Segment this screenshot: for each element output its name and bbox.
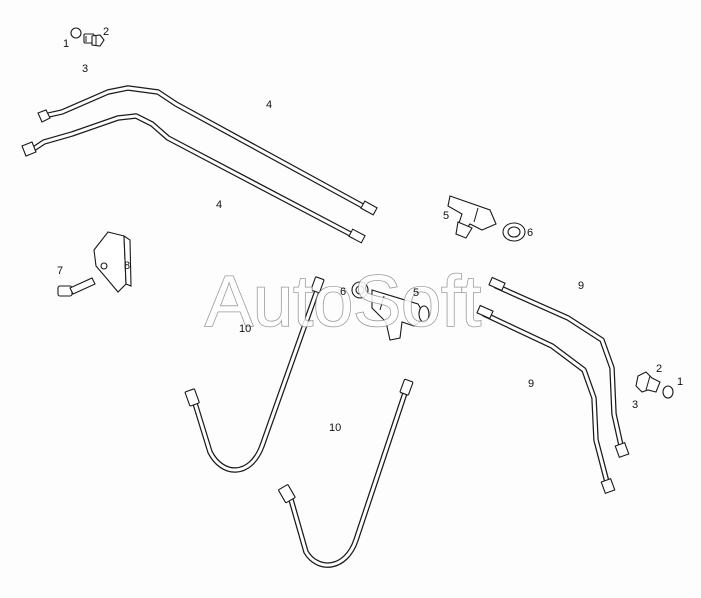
callout-4-upper: 4 [266,99,272,111]
callout-7: 7 [57,265,63,277]
callout-9-lower: 9 [528,378,534,390]
callout-2-top: 2 [103,26,109,38]
tee-fitting-part-5-center [371,289,430,341]
callout-10-left: 10 [239,323,251,335]
ring-part-6-upper [502,222,526,242]
callout-2-right: 2 [656,363,662,375]
callout-8: 8 [124,260,130,272]
hose-part-10-right [278,378,414,568]
tee-fitting-part-5-upper [447,195,497,239]
callout-9-upper: 9 [578,280,584,292]
callout-1-top: 1 [63,38,69,50]
callout-6-upper: 6 [527,227,533,239]
o-ring-part-1-right [662,385,674,399]
pipe-part-9-upper [488,276,630,459]
hose-part-10-left [184,276,325,473]
callout-4-lower: 4 [216,199,222,211]
callout-3-top: 3 [82,63,88,75]
adapter-part-2-right [635,371,661,393]
o-ring-part-1-top [70,27,82,39]
callout-5-center: 5 [413,287,419,299]
bracket-part-8 [93,231,132,293]
pipe-part-4-lower [21,113,366,244]
bolt-part-7 [57,277,96,297]
ring-part-6-center [351,281,369,299]
pipe-part-9-lower [476,304,616,495]
callout-10-right: 10 [329,422,341,434]
callout-3-right: 3 [632,399,638,411]
callout-6-center: 6 [340,286,346,298]
watermark-text: AutoSoft [205,262,481,342]
callout-1-right: 1 [677,376,683,388]
callout-5-upper: 5 [443,210,449,222]
pipe-part-4-upper [37,85,378,216]
adapter-part-2-top [83,33,105,47]
